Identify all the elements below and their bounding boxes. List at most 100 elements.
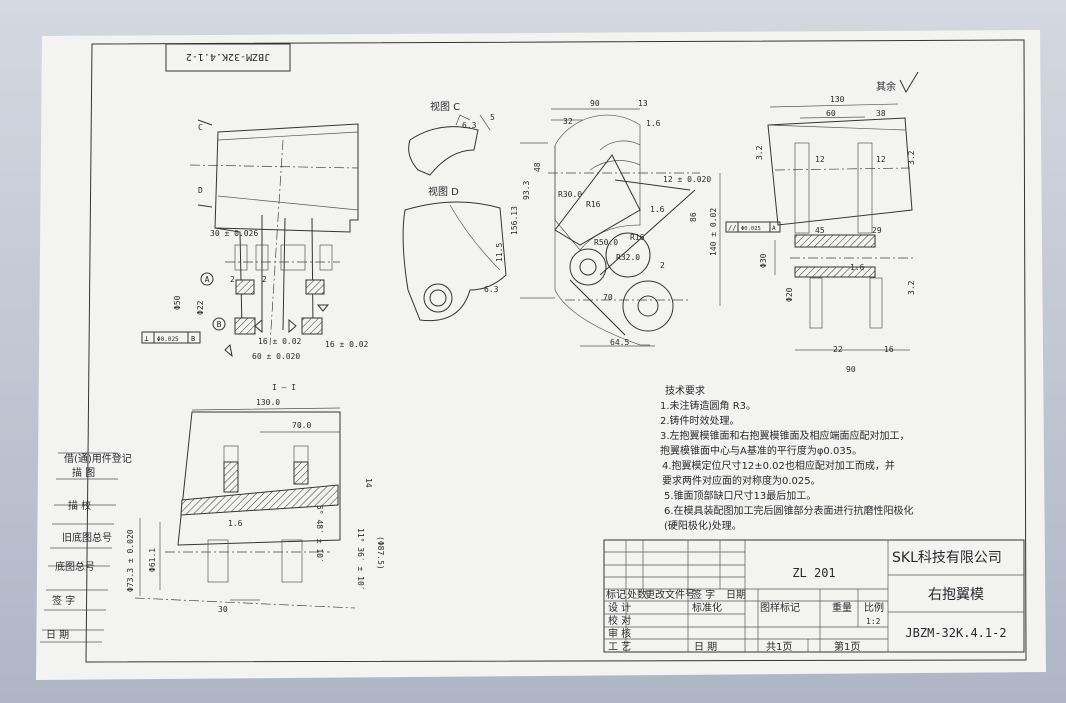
margin-label: 旧底图总号 [62, 531, 112, 544]
dim-text: R50.0 [594, 238, 618, 247]
dim-text: 70 [603, 293, 613, 302]
dim-text: 30 [218, 605, 228, 614]
view-d: 视图 D 6.3 [402, 185, 507, 322]
tech-req-item: (硬阳极化)处理。 [664, 519, 742, 532]
revision-header: 更改文件号 [645, 588, 695, 601]
dim-text: 45 [815, 226, 825, 235]
drawing-number: JBZM-32K.4.1-2 [905, 626, 1006, 640]
left-margin-table: 借(通)用件登记 描 图 描 校 旧底图总号 底图总号 签 字 日 期 [40, 452, 132, 643]
dim-text: 140 ± 0.02 [709, 208, 718, 256]
section-view: I — I 130.0 70.0 14 Φ73.3 ± 0.020 Φ61.1 … [126, 383, 385, 614]
dim-text: 22 [833, 345, 843, 354]
tolerance-symbol: // [728, 224, 736, 232]
dim-text: 3.2 [907, 150, 916, 165]
margin-label: 描 校 [68, 499, 91, 512]
view-c-label: 视图 C [430, 100, 460, 113]
role-label: 审 核 [608, 627, 631, 640]
dim-text: 6.3 [462, 121, 477, 130]
section-arrow-d-label: D [198, 186, 203, 195]
role-label: 工 艺 [608, 641, 631, 653]
dim-text: 5° 48′ ± 10′ [315, 505, 324, 563]
dim-text: 70.0 [292, 421, 311, 430]
dim-text: 86 [689, 212, 698, 222]
dim-text: 1.6 [650, 205, 665, 214]
dim-text: 16 [884, 345, 894, 354]
margin-label: 底图总号 [55, 560, 95, 573]
tech-req-title: 技术要求 [665, 384, 705, 397]
datum-b-label: B [217, 320, 222, 329]
dim-text: Φ61.1 [148, 548, 157, 572]
tech-req-item: 1.未注铸造圆角 R3。 [660, 399, 756, 412]
dim-text: R30.0 [558, 190, 582, 199]
sheet-number: 第1页 [834, 640, 860, 653]
datum-b-marker [212, 317, 226, 331]
section-arrow-c-label: C [198, 123, 203, 132]
dim-text: 156.13 [510, 206, 519, 235]
tolerance-frame-perpendicularity: ⊥ Φ0.025 B [141, 331, 201, 344]
dim-text: Φ50 [173, 295, 182, 310]
dim-text: 38 [876, 109, 886, 118]
tech-req-item: 要求两件对应面的对称度为0.025。 [662, 474, 821, 487]
dim-text: 130 [830, 95, 845, 104]
tech-req-item: 3.左抱翼模锥面和右抱翼模锥面及相应端面应配对加工， [660, 429, 910, 442]
margin-label: 日 期 [46, 629, 69, 641]
view-c: 视图 C 6.3 5 [408, 100, 495, 176]
dim-text: Φ22 [196, 300, 205, 315]
dim-text: 2 [660, 261, 665, 270]
dim-text: 2 [230, 275, 235, 284]
revision-header: 标记 [606, 589, 626, 601]
datum-a-marker [200, 272, 214, 286]
dim-text: 6.3 [484, 285, 499, 294]
side-view: 90 13 32 48 93.3 156.13 11.5 12 ± 0.020 … [495, 99, 721, 347]
role-label: 校 对 [608, 614, 631, 627]
dim-text: 1.6 [228, 519, 243, 528]
drawing-border [85, 39, 1027, 663]
datum-a-label: A [205, 275, 210, 284]
stamp-drawing-number-box: JBZM-32K.4.1-2 [165, 43, 291, 72]
dim-text: 1.6 [850, 263, 865, 272]
dim-text: R16 [586, 200, 601, 209]
dim-text: 1.6 [646, 119, 661, 128]
tolerance-value: Φ0.025 [157, 336, 179, 343]
stamp-drawing-number: JBZM-32K.4.1-2 [186, 51, 270, 62]
tolerance-frame-parallelism: // Φ0.025 A [725, 221, 781, 233]
dim-text: Φ73.3 ± 0.020 [126, 529, 135, 592]
part-name: 右抱翼模 [928, 587, 984, 603]
title-block: ZL 201 SKL科技有限公司 右抱翼模 JBZM-32K.4.1-2 标记 … [603, 539, 1025, 653]
dim-text: 64.5 [610, 338, 629, 347]
tolerance-datum: B [191, 335, 195, 343]
scale-label: 比例 [864, 601, 884, 614]
tech-req-item: 抱翼模锥面中心与A基准的平行度为φ0.035。 [660, 444, 862, 457]
dim-text: 13 [638, 99, 648, 108]
dim-text: 12 [815, 155, 825, 164]
tech-req-item: 4.抱翼模定位尺寸12±0.02也相应配对加工而成，并 [662, 459, 895, 472]
dim-text: 16 ± 0.02 [258, 337, 302, 346]
paper-sheet [36, 30, 1046, 680]
section-label: I — I [272, 383, 296, 392]
dim-text: 12 ± 0.020 [663, 175, 711, 184]
dim-text: 90 [846, 365, 856, 374]
tech-req-item: 6.在模具装配图加工完后圆锥部分表面进行抗磨性阳极化 [664, 504, 914, 517]
company-name: SKL科技有限公司 [892, 550, 1002, 566]
tolerance-value: Φ0.025 [741, 226, 761, 232]
view-d-label: 视图 D [428, 185, 459, 198]
roughness-note-text: 其余 [876, 80, 896, 93]
dim-text: 12 [876, 155, 886, 164]
roughness-note: 其余 [876, 71, 919, 94]
dim-text: Φ20 [785, 287, 794, 302]
role-label: 设 计 [608, 601, 631, 614]
dim-text: 14 [364, 478, 373, 488]
dim-text: Φ30 [759, 253, 768, 268]
weight-label: 重量 [832, 601, 852, 614]
dim-text: 2 [262, 275, 267, 284]
dim-text: 5 [490, 113, 495, 122]
drawing-mark-label: 图样标记 [760, 601, 800, 614]
tolerance-symbol: ⊥ [144, 334, 149, 343]
approval-date-label: 日 期 [694, 641, 717, 653]
top-view: 130 60 38 12 12 45 29 Φ30 Φ20 22 16 90 3… [725, 95, 916, 374]
dim-text: 30 ± 0.026 [210, 229, 258, 238]
dim-text: 3.2 [755, 145, 764, 160]
material-text: ZL 201 [792, 566, 835, 580]
roughness-symbol-icon [224, 304, 330, 358]
